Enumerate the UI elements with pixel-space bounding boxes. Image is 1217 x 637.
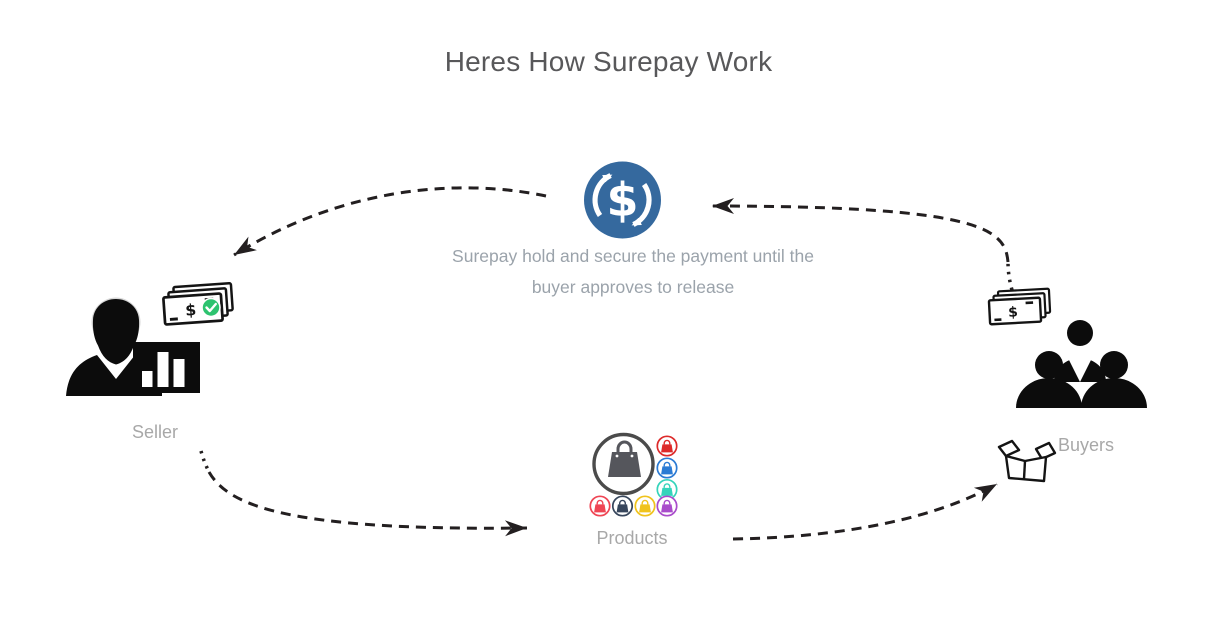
open-box-icon bbox=[997, 439, 1057, 483]
buyer-back-head bbox=[1067, 320, 1093, 346]
logo-dollar-glyph: $ bbox=[606, 173, 638, 227]
shopping-bag-icon bbox=[608, 440, 641, 477]
caption-line-1: Surepay hold and secure the payment unti… bbox=[452, 246, 814, 266]
flow-arrows bbox=[199, 186, 1014, 541]
seller-money-approved-icon bbox=[161, 281, 235, 326]
arrow-seller-to-products-start-dots bbox=[199, 450, 211, 473]
money-bills-icon bbox=[161, 281, 235, 326]
arrow-products-to-buyers bbox=[732, 482, 998, 541]
product-badge-blue bbox=[656, 457, 678, 479]
seller-head bbox=[92, 299, 140, 365]
arrow-buyers-to-surepay bbox=[711, 198, 1010, 263]
buyers-money-bills-icon bbox=[987, 287, 1052, 326]
buyer-left-head bbox=[1035, 351, 1063, 379]
products-icon bbox=[589, 432, 678, 517]
surepay-cycle-dollar-icon: $ bbox=[584, 161, 661, 239]
buyer-back-vneck bbox=[1066, 354, 1094, 382]
check-icon bbox=[205, 302, 217, 313]
arrow-buyers-to-surepay-start-dots bbox=[1006, 261, 1014, 291]
arrow-seller-to-products bbox=[207, 471, 528, 537]
buyers-group-icon bbox=[1016, 320, 1147, 408]
seller-label: Seller bbox=[131, 422, 179, 442]
logo-cycle-arrow-left bbox=[592, 173, 613, 217]
product-badge-red bbox=[656, 435, 678, 457]
arrow-surepay-to-seller bbox=[233, 186, 547, 257]
product-badge-yellow bbox=[634, 495, 656, 517]
seller-icon bbox=[66, 297, 200, 396]
seller-bar-chart-icon bbox=[133, 342, 200, 393]
buyers-label: Buyers bbox=[1057, 435, 1115, 455]
product-badge-rose bbox=[589, 495, 611, 517]
page-title: Heres How Surepay Work bbox=[444, 46, 773, 77]
products-label: Products bbox=[596, 528, 668, 548]
approved-check-circle bbox=[201, 297, 221, 318]
product-badge-navy bbox=[611, 495, 634, 517]
product-badge-purple bbox=[656, 495, 678, 517]
buyer-right-body bbox=[1081, 378, 1147, 408]
buyer-left-body bbox=[1016, 378, 1082, 408]
logo-cycle-arrow-right bbox=[631, 183, 652, 227]
buyer-right-head bbox=[1100, 351, 1128, 379]
caption-line-2: buyer approves to release bbox=[531, 277, 735, 297]
surepay-caption: Surepay hold and secure the payment unti… bbox=[353, 241, 913, 303]
